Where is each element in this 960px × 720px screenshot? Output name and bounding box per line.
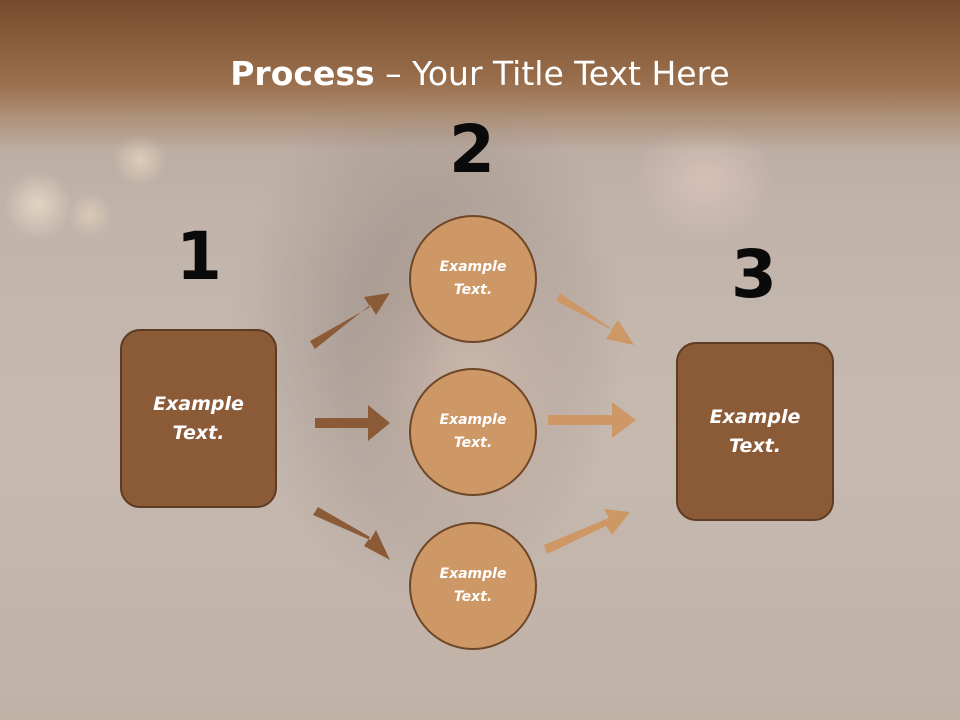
step-3-label: Example Text. — [709, 405, 801, 457]
step-3-box: Example Text. — [676, 342, 834, 521]
arrow-icon — [313, 507, 390, 560]
step-1-box: Example Text. — [120, 329, 277, 508]
step-2-circle-top: Example Text. — [409, 215, 537, 343]
step-2-label-middle: Example Text. — [439, 412, 507, 451]
slide-title-bold: Process — [230, 54, 375, 93]
arrow-icon — [310, 293, 390, 349]
step-2-circle-bottom: Example Text. — [409, 522, 537, 650]
slide-title: Process – Your Title Text Here — [0, 52, 960, 96]
step-1-label: Example Text. — [153, 392, 244, 444]
slide-title-rest: – Your Title Text Here — [374, 54, 730, 93]
step-number-2: 2 — [449, 111, 495, 188]
step-2-label-bottom: Example Text. — [439, 566, 507, 605]
step-2-label-top: Example Text. — [439, 259, 507, 298]
step-number-3: 3 — [731, 236, 777, 313]
arrow-icon — [556, 293, 634, 345]
arrow-icon — [315, 405, 390, 441]
arrow-icon — [548, 402, 636, 438]
arrow-icon — [544, 509, 630, 554]
title-band — [0, 0, 960, 150]
step-number-1: 1 — [176, 218, 222, 295]
step-2-circle-middle: Example Text. — [409, 368, 537, 496]
